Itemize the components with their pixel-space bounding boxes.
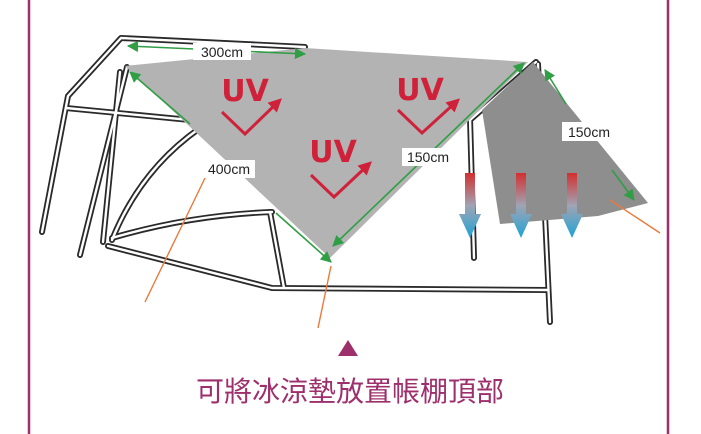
dimension-front: 150cm	[332, 62, 525, 247]
leader-lines	[144, 175, 661, 329]
heat-to-cool-down-arrow-icon	[510, 173, 532, 238]
dimension-label-bg	[193, 43, 251, 60]
uv-ray-arrow-icon	[396, 98, 460, 136]
dimension-label-top: 300cm	[201, 44, 243, 60]
dimension-label-awning: 150cm	[568, 124, 610, 140]
uv-mark: UV	[396, 73, 460, 136]
dimension-arrow	[544, 69, 567, 105]
dimension-label-bg	[402, 148, 454, 166]
dimension-arrow	[611, 169, 635, 201]
leader-line	[317, 265, 332, 329]
uv-label: UV	[221, 74, 269, 109]
uv-label: UV	[309, 135, 357, 170]
dimension-side: 400cm	[129, 71, 332, 263]
uv-ray-arrow-icon	[309, 161, 372, 200]
uv-ray-arrow-icon	[220, 98, 282, 137]
cooling-arrows	[459, 173, 583, 238]
dimension-arrow	[129, 71, 191, 125]
leader-line	[609, 199, 661, 234]
dimension-awning: 150cm	[544, 69, 635, 201]
dimension-label-side: 400cm	[208, 161, 250, 177]
up-triangle-icon	[338, 340, 358, 356]
dimension-label-front: 150cm	[407, 149, 449, 165]
heat-to-cool-down-arrow-icon	[561, 173, 583, 238]
caption-text: 可將冰涼墊放置帳棚頂部	[196, 375, 504, 408]
dimension-label-bg	[562, 122, 616, 141]
heat-to-cool-down-arrow-icon	[459, 173, 481, 238]
leader-line	[144, 175, 207, 303]
uv-label: UV	[396, 73, 444, 108]
dimension-label-bg	[203, 160, 255, 178]
uv-mark: UV	[309, 135, 372, 200]
dimension-arrow	[275, 212, 332, 263]
dimension-top: 300cm	[126, 40, 307, 60]
uv-mark: UV	[220, 74, 282, 137]
